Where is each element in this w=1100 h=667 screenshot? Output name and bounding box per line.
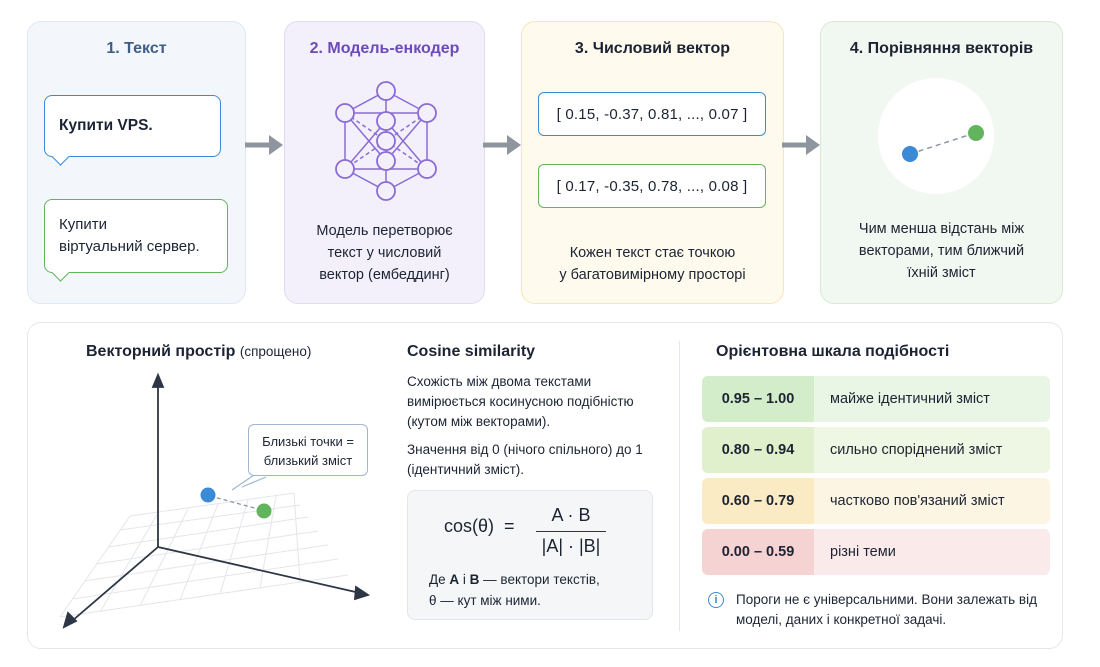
text-bubble-2: Купити віртуальний сервер. [44,199,228,273]
cosine-section: Cosine similarity Схожість між двома тек… [407,343,667,480]
scale-row: 0.60 – 0.79 частково пов'язаний зміст [702,478,1050,524]
scale-label: майже ідентичний зміст [830,391,990,407]
formula-left: cos(θ) = [444,516,515,536]
arrow-right-icon [782,135,820,155]
desc-line: текст у числовий [327,245,442,261]
info-icon: i [708,592,724,608]
scale-label: різні теми [830,544,896,560]
vector-space-title-text: Векторний простір [86,343,236,360]
step-description: Кожен текст стає точкою у багатовимірном… [522,242,783,286]
desc-line: у багатовимірному просторі [559,267,746,283]
scale-label: сильно споріднений зміст [830,442,1003,458]
note-text: і [459,572,470,587]
point-blue [902,146,918,162]
details-panel: Векторний простір (спрощено) [27,322,1063,649]
scale-range: 0.80 – 0.94 [702,427,814,473]
step-description: Модель перетворює текст у числовий векто… [285,220,484,286]
text-bubble-1: Купити VPS. [44,95,221,157]
scale-label: частково пов'язаний зміст [830,493,1005,509]
scale-range: 0.95 – 1.00 [702,376,814,422]
step-vector-card: 3. Числовий вектор [ 0.15, -0.37, 0.81, … [521,21,784,304]
desc-line: векторами, тим ближчий [858,243,1025,259]
note-var-a: A [449,572,460,587]
scale-range: 0.00 – 0.59 [702,529,814,575]
step-title: 2. Модель-енкодер [309,40,460,57]
vector-box-1: [ 0.15, -0.37, 0.81, ..., 0.07 ] [538,92,766,136]
formula-note: Де A і B — вектори текстів, θ — кут між … [429,569,600,611]
step-compare-card: 4. Порівняння векторів Чим менша відстан… [820,21,1063,304]
point-blue [200,487,216,503]
note-line: θ — кут між ними. [429,593,541,608]
step-title: 4. Порівняння векторів [849,40,1034,57]
arrow-right-icon [483,135,521,155]
desc-line: Модель перетворює [316,223,453,239]
scale-range: 0.60 – 0.79 [702,478,814,524]
step-encoder-card: 2. Модель-енкодер Модель перетворює текс… [284,21,485,304]
vector-space-subtitle: (спрощено) [239,344,312,359]
desc-line: Чим менша відстань між [858,221,1025,237]
divider [679,341,680,631]
desc-line: вектор (ембеддинг) [319,267,450,283]
note-text: Де [429,572,450,587]
desc-line: Кожен текст стає точкою [569,245,736,261]
step-title: 1. Текст [106,40,167,57]
formula-fraction: A · B |A| · |B| [536,505,606,557]
callout-box: Близькі точки = близький зміст [248,424,368,476]
neural-network-icon [335,81,437,201]
scale-row: 0.95 – 1.00 майже ідентичний зміст [702,376,1050,422]
vector-box-2: [ 0.17, -0.35, 0.78, ..., 0.08 ] [538,164,766,208]
scale-row: 0.00 – 0.59 різні теми [702,529,1050,575]
desc-line: їхній зміст [907,265,976,281]
scale-row: 0.80 – 0.94 сильно споріднений зміст [702,427,1050,473]
formula-denominator: |A| · |B| [541,536,601,556]
callout-line: близький зміст [263,453,353,468]
note-var-b: B [469,572,480,587]
arrow-right-icon [245,135,283,155]
info-text: Пороги не є універсальними. Вони залежат… [736,592,1037,627]
point-green [256,503,272,519]
formula-box: cos(θ) = A · B |A| · |B| Де A і B — вект… [407,490,653,620]
vector-space-title: Векторний простір (спрощено) [86,343,311,361]
fraction-bar [536,531,606,532]
step-description: Чим менша відстань між векторами, тим бл… [821,218,1062,284]
vector-distance-icon [878,78,994,194]
step-title: 3. Числовий вектор [574,40,731,57]
step-text-card: 1. Текст Купити VPS. Купити віртуальний … [27,21,246,304]
bubble-line: віртуальний сервер. [59,238,200,255]
point-green [968,125,984,141]
bubble-line: Купити [59,216,107,233]
formula-numerator: A · B [551,505,591,525]
scale-title: Орієнтовна шкала подібності [716,343,950,360]
vector-space-diagram [59,372,371,629]
cosine-paragraph-2: Значення від 0 (нічого спільного) до 1 (… [407,442,643,477]
note-text: — вектори текстів, [479,572,600,587]
cosine-title: Cosine similarity [407,343,536,360]
callout-line: Близькі точки = [262,434,354,449]
cosine-paragraph-1: Схожість між двома текстами вимірюється … [407,374,634,429]
